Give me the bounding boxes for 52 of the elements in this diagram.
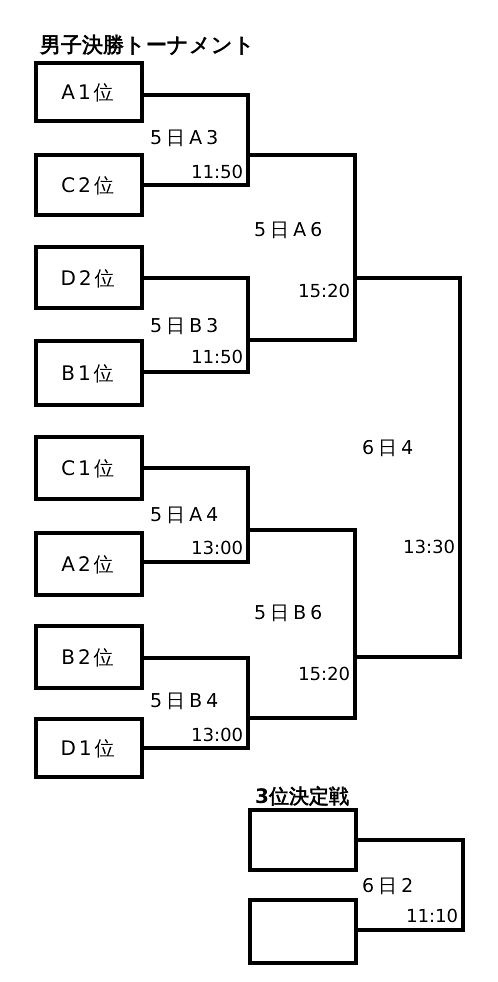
start-time: 13:00 [191, 725, 244, 747]
bracket-line [144, 340, 250, 374]
bracket-line [248, 528, 357, 657]
team-label: C1位 [61, 456, 117, 480]
team-label: C2位 [61, 173, 117, 197]
bracket-line [144, 718, 250, 750]
bracket-line [358, 900, 465, 932]
section-heading: 3位決定戦 [255, 783, 349, 809]
team-box [34, 153, 144, 217]
start-time: 11:50 [191, 347, 244, 369]
match-code: 6日4 [361, 437, 418, 459]
team-label: D1位 [60, 736, 118, 760]
team-box [34, 531, 144, 597]
team-label: D2位 [60, 266, 118, 290]
bracket-line [144, 530, 250, 564]
match-code: 5日B6 [253, 602, 326, 624]
match-code: 6日2 [361, 875, 418, 897]
team-label: A1位 [61, 80, 117, 104]
team-box [34, 624, 144, 690]
team-box [34, 717, 144, 779]
start-time: 11:10 [406, 906, 459, 928]
bracket-line [248, 278, 357, 342]
match-code: 5日A4 [149, 504, 222, 526]
team-box [34, 435, 144, 501]
team-box [34, 245, 144, 310]
team-label: B2位 [61, 645, 117, 669]
bracket-line [144, 656, 250, 718]
team-label: A2位 [61, 552, 117, 576]
start-time: 11:50 [191, 162, 244, 184]
team-box [248, 898, 358, 965]
bracket-line [248, 657, 357, 720]
team-box [248, 808, 358, 872]
match-code: 5日B4 [149, 690, 222, 712]
team-box [34, 339, 144, 407]
bracket-line [358, 838, 465, 900]
bracket-line [144, 155, 250, 187]
start-time: 15:20 [298, 664, 351, 686]
bracket-line [144, 466, 250, 530]
start-time: 13:30 [403, 537, 456, 559]
bracket-line [144, 93, 250, 155]
team-box [34, 61, 144, 123]
bracket-line [144, 276, 250, 340]
bracket-line [355, 276, 462, 498]
match-code: 5日A6 [253, 219, 326, 241]
start-time: 13:00 [191, 538, 244, 560]
team-label: B1位 [61, 361, 117, 385]
bracket-line [355, 498, 462, 659]
match-code: 5日A3 [149, 127, 222, 149]
diagram-title: 男子決勝トーナメント [40, 32, 255, 58]
bracket-line [248, 153, 357, 278]
match-code: 5日B3 [149, 315, 222, 337]
start-time: 15:20 [298, 281, 351, 303]
